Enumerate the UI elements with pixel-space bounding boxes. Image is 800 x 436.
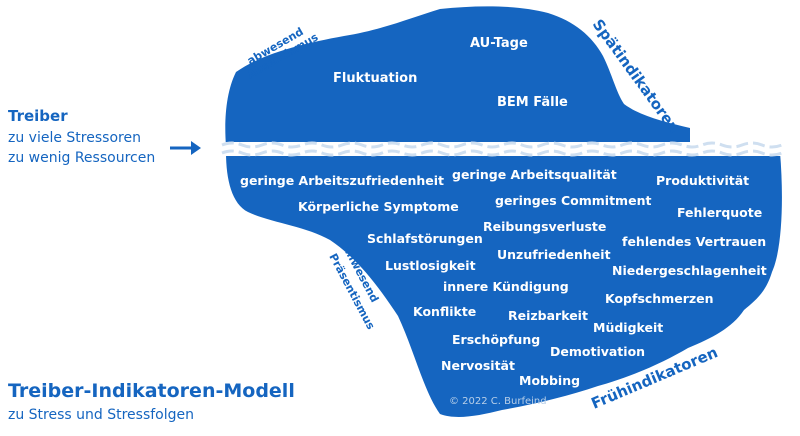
label-kopfschmerzen: Kopfschmerzen bbox=[605, 291, 714, 306]
copyright: © 2022 C. Burfeind bbox=[449, 396, 547, 407]
label-niedergeschlagenheit: Niedergeschlagenheit bbox=[612, 263, 767, 278]
model-subtitle: zu Stress und Stressfolgen bbox=[8, 407, 194, 423]
label-erschoepfung: Erschöpfung bbox=[452, 332, 540, 347]
iceberg-top bbox=[225, 6, 691, 146]
model-title: Treiber-Indikatoren-Modell bbox=[8, 380, 295, 402]
label-commitment: geringes Commitment bbox=[495, 193, 651, 208]
label-innere-kuendigung: innere Kündigung bbox=[443, 279, 569, 294]
wave-line-1 bbox=[221, 141, 783, 149]
label-fluktuation: Fluktuation bbox=[333, 71, 417, 86]
label-arbeitsqualitaet: geringe Arbeitsqualität bbox=[452, 167, 617, 182]
label-mobbing: Mobbing bbox=[519, 373, 580, 388]
treiber-line-1: zu viele Stressoren bbox=[8, 130, 141, 146]
label-koerperliche-symptome: Körperliche Symptome bbox=[298, 199, 459, 214]
label-fehlerquote: Fehlerquote bbox=[677, 205, 762, 220]
label-reizbarkeit: Reizbarkeit bbox=[508, 308, 588, 323]
label-demotivation: Demotivation bbox=[550, 344, 645, 359]
treiber-line-2: zu wenig Ressourcen bbox=[8, 150, 155, 166]
label-reibungsverluste: Reibungsverluste bbox=[483, 219, 606, 234]
label-fehlendes-vertrauen: fehlendes Vertrauen bbox=[622, 234, 766, 249]
treiber-title: Treiber bbox=[8, 107, 68, 125]
waterline bbox=[220, 141, 790, 157]
treiber-arrow-icon bbox=[170, 141, 201, 155]
label-au-tage: AU-Tage bbox=[470, 36, 528, 51]
wave-line-2 bbox=[221, 149, 783, 157]
label-nervositaet: Nervosität bbox=[441, 358, 515, 373]
label-lustlosigkeit: Lustlosigkeit bbox=[385, 258, 476, 273]
iceberg-bottom bbox=[226, 152, 782, 417]
label-bem-faelle: BEM Fälle bbox=[497, 95, 568, 110]
label-schlafstoerungen: Schlafstörungen bbox=[367, 231, 483, 246]
label-konflikte: Konflikte bbox=[413, 304, 476, 319]
label-unzufriedenheit: Unzufriedenheit bbox=[497, 247, 611, 262]
label-muedigkeit: Müdigkeit bbox=[593, 320, 663, 335]
label-produktivitaet: Produktivität bbox=[656, 173, 749, 188]
label-arbeitszufriedenheit: geringe Arbeitszufriedenheit bbox=[240, 173, 444, 188]
